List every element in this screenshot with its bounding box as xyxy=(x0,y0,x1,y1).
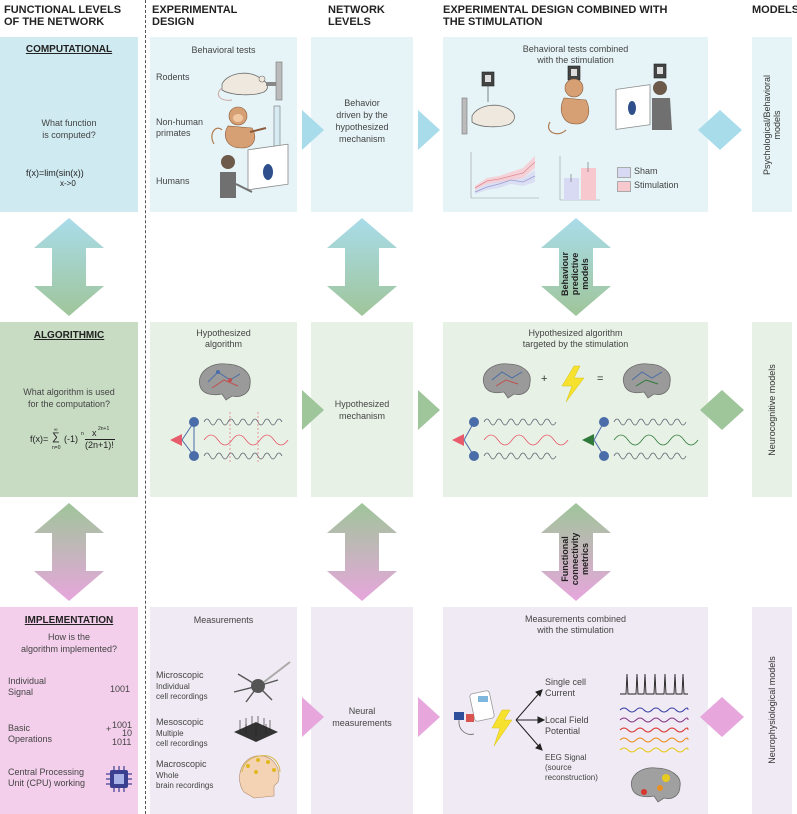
macroscopic-sub: Whole brain recordings xyxy=(156,771,214,790)
header-experimental-design: EXPERIMENTAL DESIGN xyxy=(152,4,238,28)
algorithmic-formula: f(x)= ∞ ∑ n=0 (-1) n x 2n+1 (2n+1)! xyxy=(30,426,115,451)
individual-signal-label: Individual Signal xyxy=(8,676,47,697)
lfp-traces-illustration xyxy=(619,707,689,753)
mesoscopic-label: Mesoscopic xyxy=(156,717,204,727)
implementation-title: IMPLEMENTATION xyxy=(24,615,114,626)
basic-operations-val3: 1011 xyxy=(112,737,132,747)
neural-network-panel xyxy=(311,607,413,814)
eeg-head-illustration xyxy=(239,755,281,799)
header-combined: EXPERIMENTAL DESIGN COMBINED WITH THE ST… xyxy=(443,4,668,28)
neural-network-label: Neural measurements xyxy=(332,706,392,728)
stimulator-device-illustration xyxy=(454,690,513,747)
functional-connectivity-label: Functional connectivity metrics xyxy=(560,532,590,586)
rodent-illustration xyxy=(217,61,283,101)
cpu-label: Central Processing Unit (CPU) working xyxy=(8,767,86,788)
oscillation-illustration xyxy=(170,412,289,464)
equals-sign: = xyxy=(597,373,604,385)
lightning-icon xyxy=(561,365,585,403)
mesoscopic-sub: Multiple cell recordings xyxy=(156,729,208,748)
basic-operations-label: Basic Operations xyxy=(8,723,53,744)
legend-stimulation-swatch xyxy=(617,181,631,192)
single-cell-label: Single cell Current xyxy=(545,677,587,698)
hypothesized-algorithm-title: Hypothesized algorithm xyxy=(196,328,251,349)
implementation-question: How is the algorithm implemented? xyxy=(20,632,118,654)
neurophysiological-model-panel xyxy=(752,607,792,814)
computational-formula: f(x)=lim(sin(x)) xyxy=(26,168,84,178)
microscopic-sub: Individual cell recordings xyxy=(156,682,208,701)
electrode-array-illustration xyxy=(234,716,278,742)
cpu-chip-icon xyxy=(106,766,132,792)
header-models: MODELS xyxy=(752,4,797,16)
behavior-line-chart xyxy=(470,152,539,199)
header-network-levels: NETWORK LEVELS xyxy=(328,4,385,28)
measurements-combined-title: Measurements combined with the stimulati… xyxy=(524,614,627,635)
behaviour-predictive-label: Behaviour predictive models xyxy=(560,252,590,297)
primates-label: Non-human primates xyxy=(156,117,204,138)
behavioral-tests-title: Behavioral tests xyxy=(191,45,256,55)
basic-operations-val2: 10 xyxy=(122,728,133,738)
macroscopic-label: Macroscopic xyxy=(156,759,207,769)
algorithmic-title: ALGORITHMIC xyxy=(33,330,105,341)
neuron-electrode-illustration xyxy=(233,661,291,703)
legend-sham-swatch xyxy=(617,167,631,178)
header-functional-levels: FUNCTIONAL LEVELS OF THE NETWORK xyxy=(4,4,122,28)
behavior-network-panel xyxy=(311,37,413,212)
computational-formula-sub: x->0 xyxy=(60,179,76,188)
eeg-label: EEG Signal (source reconstruction) xyxy=(545,753,598,782)
computational-title: COMPUTATIONAL xyxy=(25,44,113,55)
hypothesized-algorithm-panel xyxy=(150,322,297,497)
measurements-title: Measurements xyxy=(193,615,254,625)
primate-stim-illustration xyxy=(548,65,589,135)
psych-model-panel xyxy=(752,37,792,212)
lfp-label: Local Field Potential xyxy=(545,715,589,736)
plus-sign: + xyxy=(541,373,548,385)
computational-panel xyxy=(0,37,138,212)
behavioral-combined-title: Behavioral tests combined with the stimu… xyxy=(522,44,629,65)
basic-operations-val1: 1001 xyxy=(112,720,133,730)
rodent-stim-illustration xyxy=(461,71,515,135)
behavior-bar-chart xyxy=(559,156,600,201)
legend-sham-label: Sham xyxy=(634,166,658,176)
brain-after-illustration xyxy=(622,363,671,399)
oscillation-before-illustration xyxy=(452,417,569,461)
neurocognitive-model-panel xyxy=(752,322,792,497)
brain-before-illustration xyxy=(482,363,531,399)
basic-operations-plus: + xyxy=(106,724,112,734)
computational-question: What function is computed? xyxy=(41,118,97,140)
spike-train-illustration xyxy=(620,673,688,695)
humans-label: Humans xyxy=(156,176,190,186)
microscopic-label: Microscopic xyxy=(156,670,204,680)
algorithm-combined-title: Hypothesized algorithm targeted by the s… xyxy=(522,328,629,349)
legend-stimulation-label: Stimulation xyxy=(634,180,679,190)
human-illustration xyxy=(220,143,289,198)
human-stim-illustration xyxy=(615,63,672,130)
behavior-network-label: Behavior driven by the hypothesized mech… xyxy=(335,98,389,144)
algorithmic-panel xyxy=(0,322,138,497)
individual-signal-value: 1001 xyxy=(110,684,131,694)
algorithm-combined-panel xyxy=(443,322,708,497)
brain-network-illustration xyxy=(198,363,251,401)
primate-illustration xyxy=(211,105,281,149)
column-divider xyxy=(145,0,146,814)
algorithmic-question: What algorithm is used for the computati… xyxy=(23,387,115,409)
mechanism-network-label: Hypothesized mechanism xyxy=(334,399,390,421)
eeg-source-brain-illustration xyxy=(630,767,681,803)
measurement-arrows xyxy=(515,689,546,751)
rodents-label: Rodents xyxy=(156,72,190,82)
mechanism-network-panel xyxy=(311,322,413,497)
oscillation-after-illustration xyxy=(582,417,699,461)
